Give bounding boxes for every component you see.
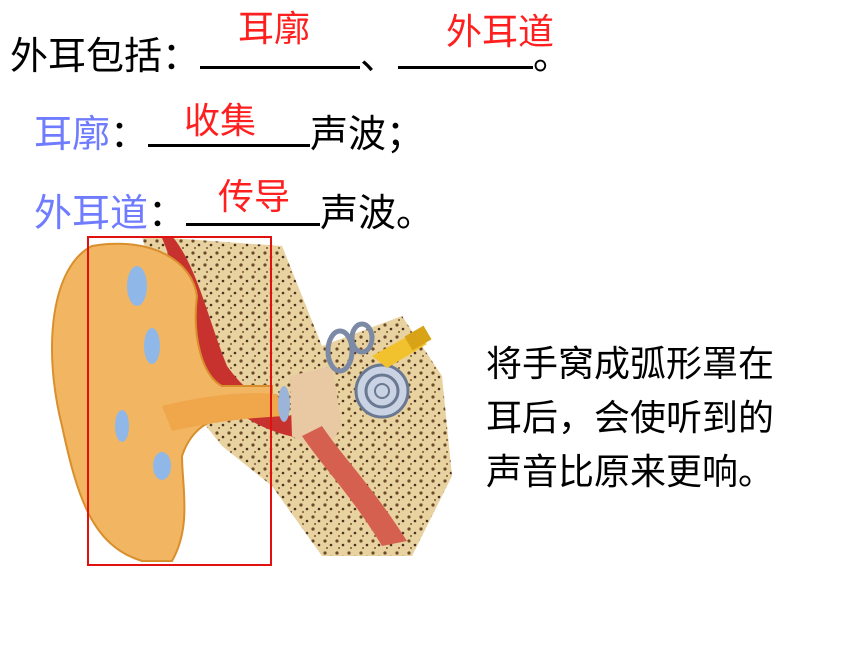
auricle [51,242,273,562]
ear-anatomy-illustration [51,236,452,562]
nerve-end [404,325,432,351]
auricle-highlight-box [87,236,272,566]
line1-end: 。 [533,34,572,78]
answer-auricle: 耳廓 [238,9,311,50]
ear-canal [162,393,284,431]
semicircular-canal [325,328,355,374]
ear-canal-line: 外耳道： 声波。 [34,193,434,232]
semicircular-canal [349,321,375,355]
answer-ear-canal: 外耳道 [446,12,555,53]
side-note: 将手窝成弧形罩在 耳后，会使听到的 声音比原来更响。 [486,338,836,500]
cartilage [115,410,129,442]
auricle-colon: ： [110,112,149,156]
eustachian-tube [302,426,407,546]
cartilage [127,266,147,306]
ear-canal-suffix: 声波。 [320,191,435,235]
separator: 、 [360,34,399,78]
blank-3 [148,114,311,147]
outer-ear-line: 外耳包括： 、 。 [10,36,571,75]
cochlea [354,363,410,419]
cartilage [144,328,160,364]
auricle-label: 耳廓 [34,112,111,156]
blank-2 [398,36,534,69]
ear-canal-colon: ： [148,191,187,235]
answer-collect: 收集 [184,101,257,142]
answer-conduct: 传导 [218,177,291,218]
ear-canal-label: 外耳道 [34,191,149,235]
side-note-line-2: 耳后，会使听到的 [486,398,775,439]
auricle-line: 耳廓： 声波； [34,114,424,153]
cartilage [153,452,171,480]
auricle-suffix: 声波； [310,112,425,156]
blank-4 [186,193,321,226]
blank-1 [200,36,361,69]
eardrum [278,386,290,422]
side-note-line-3: 声音比原来更响。 [486,452,775,493]
outer-ear-prefix: 外耳包括： [10,34,201,78]
side-note-line-1: 将手窝成弧形罩在 [486,344,775,385]
tympanic-cavity [290,366,342,456]
